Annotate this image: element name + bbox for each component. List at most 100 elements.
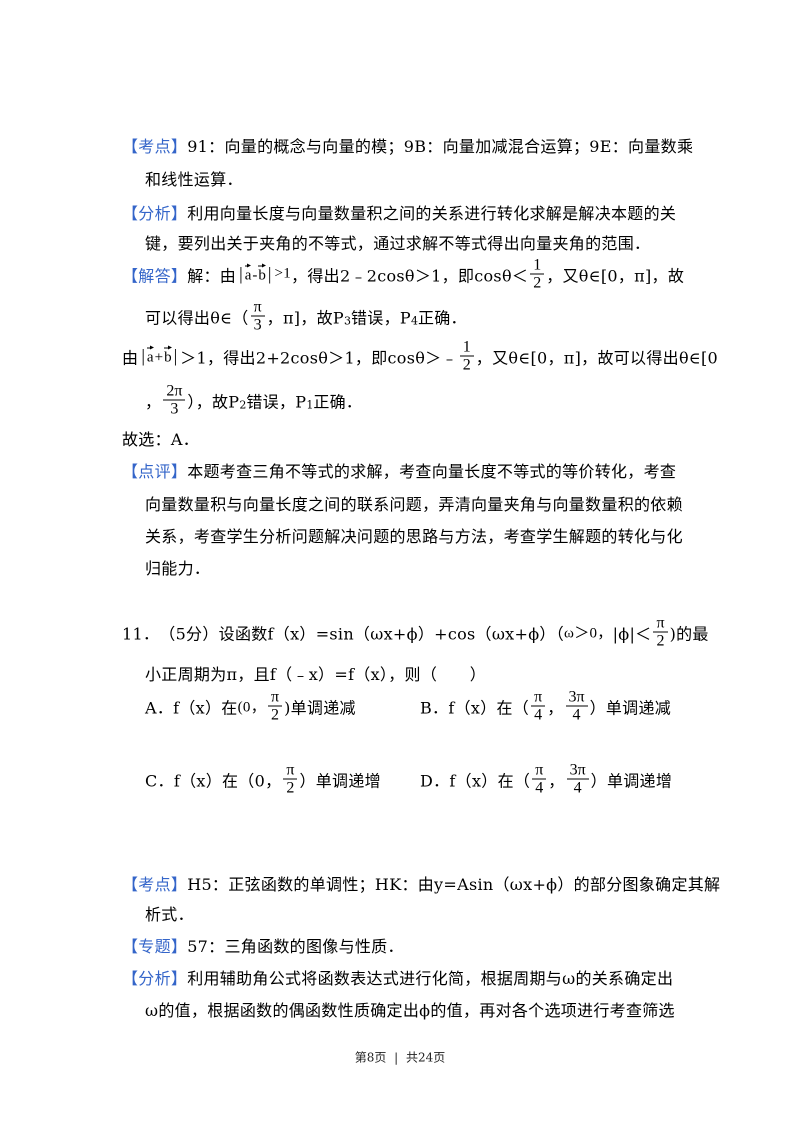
jieda-line-1: 【解答】 解：由 | a - b | >1 ，得出2﹣2cosθ＞1，即cosθ… xyxy=(122,257,684,292)
dianping-line-4: 归能力． xyxy=(145,555,210,579)
option-text: ）单调递增 xyxy=(299,771,381,790)
page-footer: 第8页 | 共24页 xyxy=(353,1049,448,1066)
fraction-numerator: 3π xyxy=(565,689,588,707)
jieda-text: 错误，P xyxy=(246,392,307,411)
option-a: A．f（x）在 (0， π 2 )单调递减 xyxy=(145,689,356,724)
fraction-numerator: 1 xyxy=(459,339,474,357)
abs-bar-left: | xyxy=(141,345,145,366)
q11-zhuanti-line: 【专题】 57：三角函数的图像与性质． xyxy=(122,933,404,957)
fraction-denominator: 3 xyxy=(253,316,262,334)
option-text: ， xyxy=(548,771,565,790)
fraction-numerator: π xyxy=(531,689,546,707)
jieda-line-2: 可以得出θ∈（ π 3 ，π]，故P 3 错误，P 4 正确． xyxy=(145,299,467,334)
vector-b: b xyxy=(164,345,172,367)
fraction: 2π 3 xyxy=(163,383,186,418)
jieda-text: ，又θ∈[0，π]，故可以得出θ∈[0 xyxy=(475,348,719,367)
fenxi-text: ω的值，根据函数的偶函数性质确定出ϕ的值，再对各个选项进行考查筛选 xyxy=(145,1001,675,1020)
fenxi-line-2: 键，要列出关于夹角的不等式，通过求解不等式得出向量夹角的范围． xyxy=(145,230,650,254)
fraction-denominator: 3 xyxy=(170,400,179,418)
fraction: π 3 xyxy=(250,299,265,334)
fraction-numerator: π xyxy=(283,762,298,780)
kaodian-text: H5：正弦函数的单调性；HK：由y=Asin（ωx+ϕ）的部分图象确定其解 xyxy=(187,875,721,894)
dianping-text: 关系，考查学生分析问题解决问题的思路与方法，考查学生解题的转化与化 xyxy=(145,527,683,546)
dianping-label: 【点评】 xyxy=(122,462,188,481)
question-condition: |ϕ|＜ xyxy=(612,624,652,643)
fraction-denominator: 2 xyxy=(462,356,471,374)
dianping-text: 本题考查三角不等式的求解，考查向量长度不等式的等价转化，考查 xyxy=(187,462,677,481)
kaodian-label: 【考点】 xyxy=(122,137,188,156)
fraction-denominator: 4 xyxy=(572,706,581,724)
question-text: 小正周期为π，且f（﹣x）=f（x），则（ ） xyxy=(145,665,487,684)
footer-separator: | xyxy=(394,1050,399,1065)
fenxi-text: 键，要列出关于夹角的不等式，通过求解不等式得出向量夹角的范围． xyxy=(145,234,651,253)
question-11-line-1: 11． （5分）设函数f（x）=sin（ωx+ϕ）+cos（ωx+ϕ）（ ω＞0… xyxy=(122,615,709,650)
q11-fenxi-line-2: ω的值，根据函数的偶函数性质确定出ϕ的值，再对各个选项进行考查筛选 xyxy=(145,997,675,1021)
fraction: π 4 xyxy=(531,689,546,724)
subscript: 2 xyxy=(239,398,247,412)
fraction-denominator: 2 xyxy=(656,632,665,650)
fraction: π 4 xyxy=(532,762,547,797)
option-text: D．f（x）在（ xyxy=(420,771,531,790)
minus-sign: - xyxy=(252,267,258,284)
fraction-numerator: π xyxy=(653,615,668,633)
option-text: )单调递减 xyxy=(284,698,356,717)
fraction: π 2 xyxy=(268,689,283,724)
option-text: (0， xyxy=(237,699,267,716)
fraction: π 2 xyxy=(283,762,298,797)
q11-fenxi-line-1: 【分析】 利用辅助角公式将函数表达式进行化简，根据周期与ω的关系确定出 xyxy=(122,965,673,989)
kaodian-label: 【考点】 xyxy=(122,875,188,894)
fraction: 1 2 xyxy=(459,339,474,374)
q11-kaodian-line-2: 析式． xyxy=(145,901,194,925)
page-total: 共24页 xyxy=(406,1050,446,1065)
fraction-denominator: 4 xyxy=(534,706,543,724)
jieda-line-3: 由 | a + b | ＞1，得出2+2cosθ＞1，即cosθ＞﹣ 1 2 ，… xyxy=(122,339,719,374)
kaodian-text: 91：向量的概念与向量的模；9B：向量加减混合运算；9E：向量数乘 xyxy=(187,137,694,156)
abs-bar-right: | xyxy=(173,345,178,366)
subscript: 4 xyxy=(410,314,418,328)
option-text: ）单调递减 xyxy=(589,698,672,717)
jieda-text: ），故P xyxy=(187,392,240,411)
question-number: 11． xyxy=(122,624,160,643)
kaodian-line-1: 【考点】 91：向量的概念与向量的模；9B：向量加减混合运算；9E：向量数乘 xyxy=(122,133,693,157)
abs-bar-right: | xyxy=(267,263,272,284)
jieda-text: ，π]，故P xyxy=(266,308,344,327)
fraction-denominator: 4 xyxy=(535,779,544,797)
jieda-text: 可以得出θ∈（ xyxy=(145,308,249,327)
zhuanti-label: 【专题】 xyxy=(122,937,188,956)
answer-text: 故选：A． xyxy=(122,430,200,449)
question-text: )的最 xyxy=(669,624,709,643)
fenxi-line-1: 【分析】 利用向量长度与向量数量积之间的关系进行转化求解是解决本题的关 xyxy=(122,200,676,224)
fraction-denominator: 2 xyxy=(271,706,280,724)
q11-kaodian-line-1: 【考点】 H5：正弦函数的单调性；HK：由y=Asin（ωx+ϕ）的部分图象确定… xyxy=(122,871,720,895)
jieda-text: 由 xyxy=(122,348,139,367)
question-condition: ω＞0， xyxy=(564,625,613,642)
fenxi-label: 【分析】 xyxy=(122,969,188,988)
question-11-line-2: 小正周期为π，且f（﹣x）=f（x），则（ ） xyxy=(145,661,486,685)
answer-line: 故选：A． xyxy=(122,426,199,450)
fraction: 3π 4 xyxy=(565,689,588,724)
option-b: B．f（x）在（ π 4 ， 3π 4 ）单调递减 xyxy=(420,689,672,724)
plus-sign: + xyxy=(154,349,164,366)
subscript: 3 xyxy=(343,314,351,328)
fenxi-text: 利用辅助角公式将函数表达式进行化简，根据周期与ω的关系确定出 xyxy=(187,969,674,988)
fraction: 3π 4 xyxy=(566,762,589,797)
option-d: D．f（x）在（ π 4 ， 3π 4 ）单调递增 xyxy=(420,762,672,797)
dianping-text: 向量数量积与向量长度之间的联系问题，弄清向量夹角与向量数量积的依赖 xyxy=(145,495,683,514)
zhuanti-text: 57：三角函数的图像与性质． xyxy=(187,937,404,956)
fraction-numerator: 2π xyxy=(163,383,186,401)
fraction-numerator: π xyxy=(268,689,283,707)
inequality: >1 xyxy=(274,265,292,282)
fenxi-label: 【分析】 xyxy=(122,204,188,223)
dianping-line-3: 关系，考查学生分析问题解决问题的思路与方法，考查学生解题的转化与化 xyxy=(145,523,683,547)
fraction-denominator: 2 xyxy=(533,274,542,292)
fraction-numerator: 1 xyxy=(530,257,545,275)
vector-sum-norm: | a + b | xyxy=(140,345,178,367)
option-text: ， xyxy=(547,698,564,717)
kaodian-line-2: 和线性运算． xyxy=(145,166,243,190)
subscript: 1 xyxy=(306,398,314,412)
fraction-denominator: 2 xyxy=(286,779,295,797)
fraction-denominator: 4 xyxy=(573,779,582,797)
jieda-text: 错误，P xyxy=(350,308,411,327)
kaodian-text: 和线性运算． xyxy=(145,170,243,189)
jieda-text: 正确． xyxy=(417,308,467,327)
